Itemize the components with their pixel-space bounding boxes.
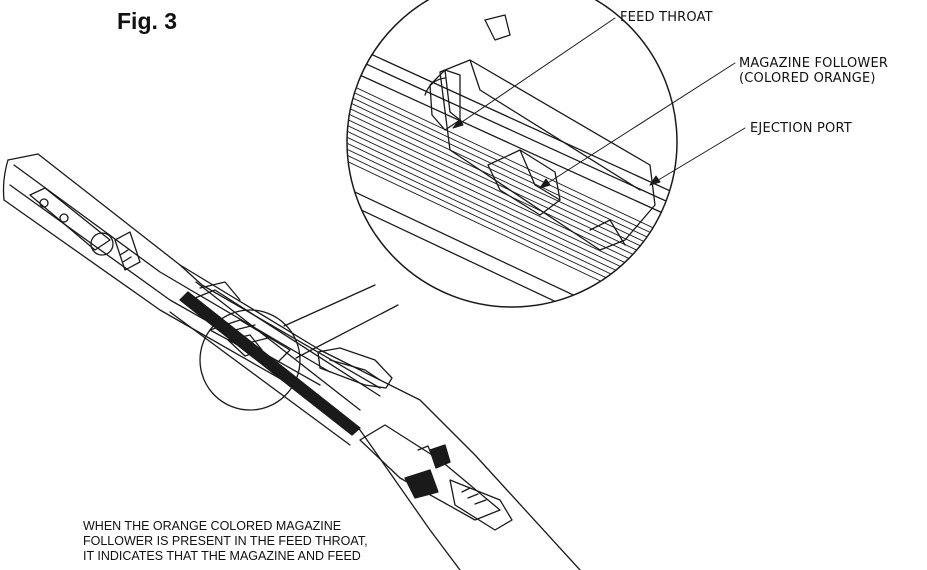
leader-to-magnifier bbox=[283, 284, 376, 327]
callout-magazine-follower: MAGAZINE FOLLOWER (COLORED ORANGE) bbox=[739, 56, 888, 86]
figure-title: Fig. 3 bbox=[117, 8, 178, 34]
callout-magazine-follower-line-1: MAGAZINE FOLLOWER bbox=[739, 56, 889, 71]
caption-note: WHEN THE ORANGE COLORED MAGAZINE FOLLOWE… bbox=[83, 519, 368, 564]
focus-circle-small bbox=[199, 309, 301, 411]
callout-feed-throat: FEED THROAT bbox=[620, 10, 713, 25]
callout-feed-throat-label: FEED THROAT bbox=[620, 10, 713, 25]
callout-leaders bbox=[452, 17, 746, 189]
rear-mechanism bbox=[29, 187, 141, 271]
leader-to-magnifier-2 bbox=[295, 304, 399, 359]
caption-note-line-3: IT INDICATES THAT THE MAGAZINE AND FEED bbox=[83, 549, 361, 563]
magazine-tube bbox=[169, 281, 361, 446]
callout-ejection-port: EJECTION PORT bbox=[750, 121, 852, 136]
receiver-body bbox=[2, 153, 581, 570]
trigger-guard bbox=[317, 347, 393, 389]
magnified-detail bbox=[346, 0, 678, 308]
callout-magazine-follower-line-2: (COLORED ORANGE) bbox=[739, 71, 876, 86]
caption-note-line-1: WHEN THE ORANGE COLORED MAGAZINE bbox=[83, 519, 342, 533]
caption-note-line-2: FOLLOWER IS PRESENT IN THE FEED THROAT, bbox=[83, 534, 368, 548]
callout-ejection-port-label: EJECTION PORT bbox=[750, 121, 852, 136]
bolt-assembly bbox=[359, 424, 513, 531]
